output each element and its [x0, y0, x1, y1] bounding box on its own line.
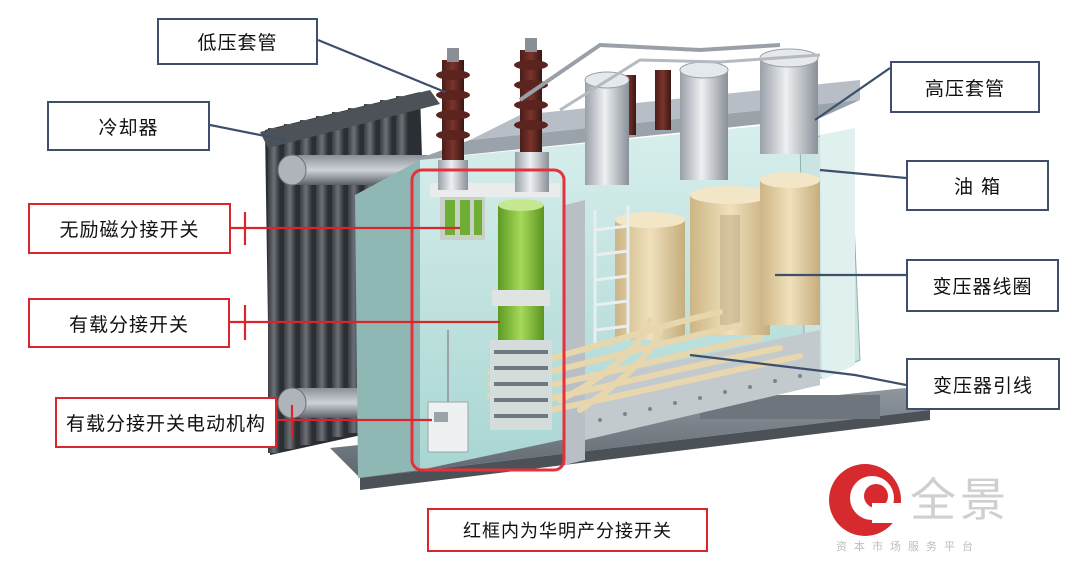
on-load-tap-changer-label: 有载分接开关: [28, 298, 230, 348]
insulation-ladder: [593, 205, 630, 345]
tank-cut-edge: [565, 200, 820, 465]
transformer-winding-label: 变压器线圈: [906, 259, 1059, 312]
motor-drive-mechanism-label: 有载分接开关电动机构: [55, 397, 277, 448]
on-load-tap-changer: [490, 199, 552, 430]
caption-label: 红框内为华明产分接开关: [427, 508, 708, 552]
motor-drive-cabinet: [427, 330, 469, 453]
cooler-label: 冷却器: [47, 101, 210, 151]
watermark-tagline: 资本市场服务平台: [836, 540, 980, 553]
high-voltage-bushings: [518, 42, 821, 185]
oil-tank-label: 油 箱: [906, 160, 1049, 211]
transformer-lead-label: 变压器引线: [906, 358, 1060, 410]
watermark-logo: [829, 464, 902, 536]
tap-changer-highlight-box: [410, 168, 566, 472]
callout-lines: [209, 38, 907, 438]
tank-left-wall: [355, 160, 420, 478]
low-voltage-bushing-label: 低压套管: [157, 18, 318, 65]
off-circuit-tap-changer-label: 无励磁分接开关: [28, 203, 231, 254]
high-voltage-bushing-label: 高压套管: [890, 61, 1040, 113]
watermark-brand-text: 全景: [910, 473, 1010, 527]
